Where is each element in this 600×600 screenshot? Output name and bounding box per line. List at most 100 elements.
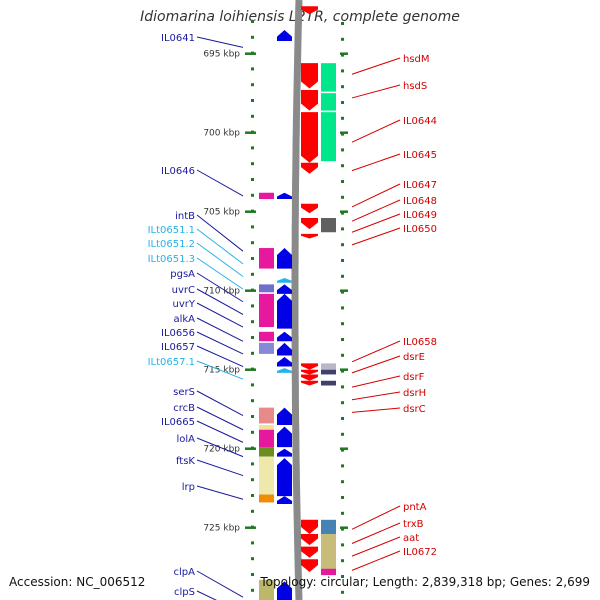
gene-label-right[interactable]: pntA <box>403 502 427 513</box>
gene-label-right[interactable]: dsrH <box>403 388 426 399</box>
gene-label-left[interactable]: IL0656 <box>161 328 195 339</box>
leader-line-right <box>351 199 401 222</box>
tick-dot-left <box>251 178 254 181</box>
gene-label-left[interactable]: crcB <box>173 403 195 414</box>
gene-arrow-forward <box>277 426 292 448</box>
tick-dot-left <box>251 430 254 434</box>
gene-label-left[interactable]: IL0657 <box>161 342 195 353</box>
tick-dot-left <box>251 573 254 576</box>
gene-label-right[interactable]: IL0648 <box>403 196 437 207</box>
gene-label-left[interactable]: ftsK <box>176 456 195 467</box>
leader-line-left <box>196 406 244 431</box>
leader-line-right <box>351 407 401 413</box>
tick-dot-right <box>341 22 344 25</box>
tick-dot-right <box>341 53 344 57</box>
tick-dot-right <box>341 290 344 294</box>
ruler-label: 695 kbp <box>203 50 240 60</box>
gene-arrow-reverse <box>301 363 318 370</box>
gene-label-right[interactable]: aat <box>403 533 419 544</box>
tick-dot-right <box>341 353 344 357</box>
gene-label-right[interactable]: trxB <box>403 519 424 530</box>
gene-arrow-reverse <box>301 374 318 381</box>
gene-arrow-reverse <box>301 534 318 546</box>
gene-label-right[interactable]: dsrF <box>403 372 425 383</box>
gene-arrow-forward <box>277 278 292 283</box>
gene-label-left[interactable]: serS <box>173 387 195 398</box>
gene-label-left[interactable]: ILt0651.1 <box>148 225 195 236</box>
gene-label-left[interactable]: clpS <box>174 587 195 598</box>
gene-label-left[interactable]: IL0646 <box>161 166 195 177</box>
gene-arrow-forward <box>277 496 292 504</box>
tick-dot-right <box>341 480 344 484</box>
leader-line-left <box>196 36 244 48</box>
gene-label-left[interactable]: uvrC <box>172 285 195 296</box>
gene-label-right[interactable]: dsrC <box>403 404 426 415</box>
gene-label-right[interactable]: IL0672 <box>403 547 437 558</box>
leader-line-left <box>196 228 244 265</box>
leader-line-right <box>351 227 401 246</box>
gene-label-left[interactable]: intB <box>175 211 195 222</box>
tick-dot-right <box>341 259 344 262</box>
gene-tracks[interactable] <box>259 6 336 600</box>
gene-label-left[interactable]: clpA <box>174 567 196 578</box>
gene-block-right <box>321 63 336 92</box>
gene-label-left[interactable]: ILt0657.1 <box>148 357 195 368</box>
gene-arrow-reverse <box>301 90 318 111</box>
gene-label-right[interactable]: IL0644 <box>403 116 437 127</box>
tick-dot-left <box>251 225 254 229</box>
gene-label-left[interactable]: lrp <box>182 482 195 493</box>
gene-block-left <box>259 447 274 457</box>
gene-block-right <box>321 519 336 535</box>
gene-label-left[interactable]: pgsA <box>170 269 195 280</box>
gene-label-left[interactable]: IL0641 <box>161 33 195 44</box>
tick-dot-right <box>341 448 344 452</box>
gene-block-left <box>259 284 274 293</box>
gene-label-right[interactable]: IL0658 <box>403 337 437 348</box>
gene-label-left[interactable]: lolA <box>176 434 195 445</box>
leader-line-left <box>196 345 244 367</box>
tick-dot-right <box>341 401 344 405</box>
leader-line-left <box>196 420 244 443</box>
gene-label-left[interactable]: IL0665 <box>161 417 195 428</box>
tick-dot-right <box>341 211 344 215</box>
tick-dot-right <box>341 180 344 183</box>
leader-line-left <box>196 214 244 252</box>
leader-line-left <box>196 485 244 500</box>
gene-arrow-reverse <box>301 233 318 239</box>
gene-block-left <box>259 293 274 328</box>
gene-block-left <box>259 192 274 200</box>
leader-line-left <box>196 272 244 303</box>
tick-dot-left <box>251 35 254 39</box>
leader-line-left <box>196 242 244 277</box>
gene-arrow-reverse <box>301 559 318 572</box>
tick-dot-right <box>341 385 344 389</box>
gene-arrow-reverse <box>301 203 318 214</box>
tick-dot-left <box>251 320 254 324</box>
gene-label-left[interactable]: uvrY <box>173 299 196 310</box>
gene-label-right[interactable]: IL0650 <box>403 224 437 235</box>
gene-label-right[interactable]: hsdM <box>403 54 430 65</box>
ruler-label: 710 kbp <box>203 287 240 297</box>
gene-label-right[interactable]: dsrE <box>403 352 425 363</box>
gene-arrow-forward <box>277 331 292 342</box>
tick-dot-right <box>341 274 344 278</box>
gene-label-left[interactable]: ILt0651.3 <box>148 254 195 265</box>
gene-label-right[interactable]: hsdS <box>403 81 427 92</box>
tick-dot-left <box>251 415 254 418</box>
gene-label-right[interactable]: IL0647 <box>403 180 437 191</box>
gene-arrow-forward <box>277 248 292 269</box>
ruler-label: 705 kbp <box>203 208 240 218</box>
leader-line-right <box>351 183 401 208</box>
gene-label-right[interactable]: IL0649 <box>403 210 437 221</box>
gene-arrow-forward <box>277 458 292 497</box>
leader-line-left <box>196 288 244 315</box>
gene-label-right[interactable]: IL0645 <box>403 150 437 161</box>
gene-arrow-reverse <box>301 218 318 230</box>
gene-label-left[interactable]: ILt0651.2 <box>148 239 195 250</box>
gene-block-left <box>259 456 274 495</box>
gene-label-left[interactable]: alkA <box>173 314 195 325</box>
gene-block-left <box>259 425 274 430</box>
tick-dot-left <box>251 114 254 118</box>
